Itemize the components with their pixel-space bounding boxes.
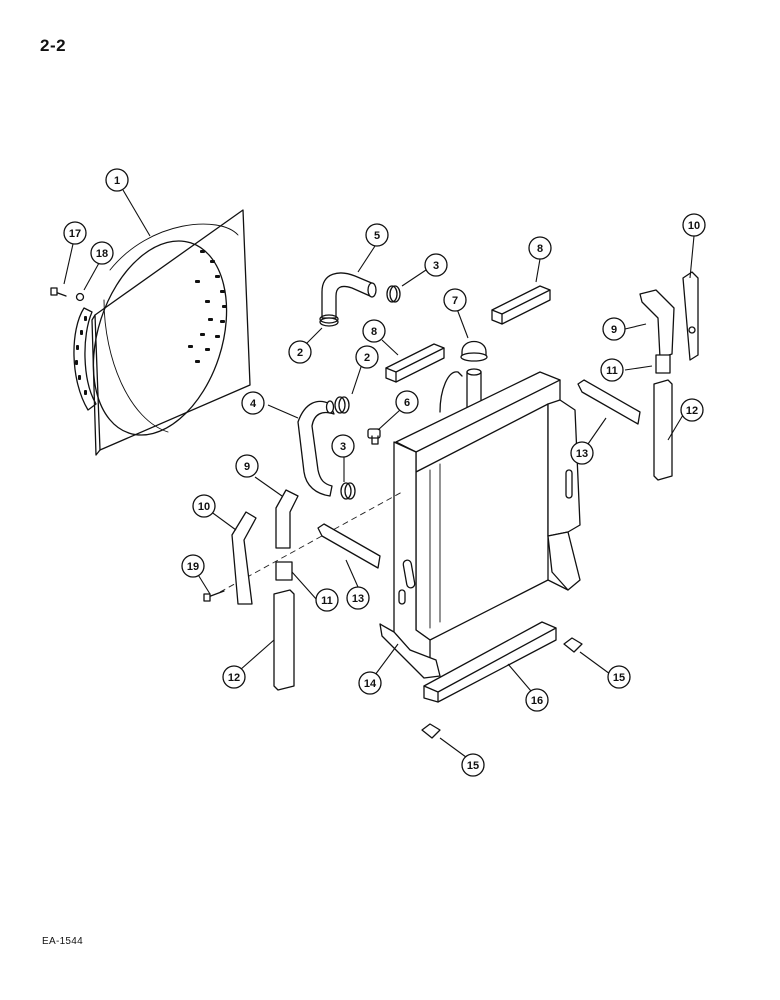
svg-text:2: 2 xyxy=(297,347,303,359)
upper-hose-clamp-upper xyxy=(386,285,401,303)
svg-text:16: 16 xyxy=(531,695,543,707)
rubber-pad-right xyxy=(563,637,583,653)
svg-text:11: 11 xyxy=(606,365,618,377)
svg-text:13: 13 xyxy=(576,448,588,460)
svg-text:3: 3 xyxy=(340,441,346,453)
callout-13-right: 13 xyxy=(570,441,594,465)
svg-text:8: 8 xyxy=(371,326,377,338)
illustration-reference-code: EA-1544 xyxy=(42,936,84,947)
callout-5: 5 xyxy=(365,223,389,247)
callout-6: 6 xyxy=(395,390,419,414)
svg-text:4: 4 xyxy=(250,398,257,410)
upper-hose xyxy=(321,272,377,319)
shroud-bolt xyxy=(50,287,67,297)
callout-2-upper: 2 xyxy=(355,345,379,369)
callout-1: 1 xyxy=(105,168,129,192)
foam-strip-upper xyxy=(491,285,551,325)
lower-hose xyxy=(297,400,335,497)
callout-10-right: 10 xyxy=(682,213,706,237)
foam-strip-middle xyxy=(385,343,445,383)
left-mounting-bar xyxy=(317,523,381,569)
upper-hose-clamp-lower xyxy=(319,314,339,327)
callout-13-left: 13 xyxy=(346,586,370,610)
bottom-foam-strip xyxy=(423,621,557,703)
svg-text:9: 9 xyxy=(244,461,250,473)
callout-18: 18 xyxy=(90,241,114,265)
svg-text:1: 1 xyxy=(114,175,120,187)
lower-hose-clamp-upper xyxy=(334,396,350,414)
svg-text:2: 2 xyxy=(364,352,370,364)
radiator xyxy=(219,368,581,679)
callout-14: 14 xyxy=(358,671,382,695)
svg-text:18: 18 xyxy=(96,248,108,260)
callout-3-upper: 3 xyxy=(424,253,448,277)
right-seal-block xyxy=(655,354,671,374)
callout-9-right: 9 xyxy=(602,317,626,341)
svg-text:10: 10 xyxy=(198,501,210,513)
svg-text:15: 15 xyxy=(613,672,625,684)
svg-text:11: 11 xyxy=(321,595,333,607)
shroud-washer xyxy=(75,292,85,302)
radiator-cap xyxy=(460,340,488,362)
callout-15-left: 15 xyxy=(461,753,485,777)
callout-8-middle: 8 xyxy=(362,319,386,343)
svg-text:12: 12 xyxy=(686,405,698,417)
callout-16: 16 xyxy=(525,688,549,712)
leader-lines xyxy=(63,189,695,761)
callout-15-right: 15 xyxy=(607,665,631,689)
svg-text:15: 15 xyxy=(467,760,479,772)
callout-12-left: 12 xyxy=(222,665,246,689)
svg-text:12: 12 xyxy=(228,672,240,684)
fan-shroud xyxy=(73,209,251,456)
right-baffle xyxy=(682,271,699,361)
svg-text:14: 14 xyxy=(364,678,377,690)
svg-text:10: 10 xyxy=(688,220,700,232)
svg-text:5: 5 xyxy=(374,230,380,242)
left-seal-lower xyxy=(273,589,295,691)
left-seal-block xyxy=(275,561,293,581)
svg-text:9: 9 xyxy=(611,324,617,336)
left-seal-upper xyxy=(275,489,299,549)
callout-9-left: 9 xyxy=(235,454,259,478)
right-mounting-bar xyxy=(577,379,641,425)
page-number: 2-2 xyxy=(40,36,67,55)
svg-text:13: 13 xyxy=(352,593,364,605)
svg-text:7: 7 xyxy=(452,295,458,307)
callout-3-lower: 3 xyxy=(331,434,355,458)
right-seal-lower xyxy=(653,379,673,481)
callout-4: 4 xyxy=(241,391,265,415)
callout-12-right: 12 xyxy=(680,398,704,422)
callout-19: 19 xyxy=(181,554,205,578)
lower-hose-clamp-lower xyxy=(340,482,356,500)
callout-10-left: 10 xyxy=(192,494,216,518)
svg-text:3: 3 xyxy=(433,260,439,272)
callout-17: 17 xyxy=(63,221,87,245)
callout-11-left: 11 xyxy=(315,588,339,612)
baffle-bolt xyxy=(203,590,225,602)
left-baffle xyxy=(231,511,257,605)
callout-2-lower: 2 xyxy=(288,340,312,364)
callout-8-upper: 8 xyxy=(528,236,552,260)
drain-valve xyxy=(367,428,381,445)
callout-11-right: 11 xyxy=(600,358,624,382)
svg-text:17: 17 xyxy=(69,228,81,240)
svg-text:8: 8 xyxy=(537,243,543,255)
svg-text:6: 6 xyxy=(404,397,410,409)
rubber-pad-left xyxy=(421,723,441,739)
svg-text:19: 19 xyxy=(187,561,199,573)
callout-7: 7 xyxy=(443,288,467,312)
